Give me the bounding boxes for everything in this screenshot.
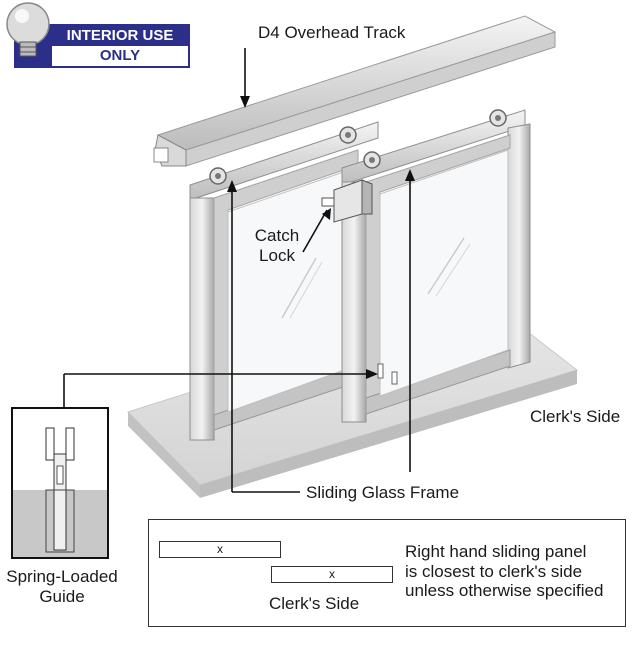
right-panel-bar: x (271, 566, 393, 583)
sliding-glass-frame-label: Sliding Glass Frame (306, 483, 460, 502)
legend-note-line-1: Right hand sliding panel (405, 542, 587, 561)
guide-label-line-2: Guide (39, 586, 85, 606)
overhead-track (153, 15, 557, 167)
overhead-track-label: D4 Overhead Track (258, 23, 406, 42)
legend-note: Right hand sliding panel is closest to c… (405, 542, 603, 601)
left-panel-bar: x (159, 541, 281, 558)
badge-line-2: ONLY (52, 46, 188, 66)
catch-lock-label-line-2: Lock (259, 245, 295, 265)
left-sliding-frame (189, 121, 379, 441)
catch-lock-label-line-1: Catch (254, 226, 300, 245)
guide-label-line-1: Spring-Loaded (6, 567, 118, 586)
clerks-side-label: Clerk's Side (530, 407, 621, 426)
legend-note-line-3: unless otherwise specified (405, 581, 604, 601)
catch-lock (321, 179, 373, 223)
interior-use-badge: INTERIOR USE ONLY (14, 24, 190, 68)
legend-note-line-2: is closest to clerk's side (405, 561, 583, 581)
legend-clerks-side: Clerk's Side (269, 594, 360, 613)
spring-loaded-guide-label: Spring-Loaded Guide (2, 567, 122, 606)
lightbulb-icon (6, 2, 50, 57)
panel-orientation-legend: x x Clerk's Side Right hand sliding pane… (148, 519, 626, 627)
badge-line-1: INTERIOR USE (66, 27, 174, 44)
spring-loaded-guide-detail (11, 407, 109, 559)
leader-lines (63, 48, 415, 493)
catch-lock-label: Catch Lock (250, 226, 304, 265)
